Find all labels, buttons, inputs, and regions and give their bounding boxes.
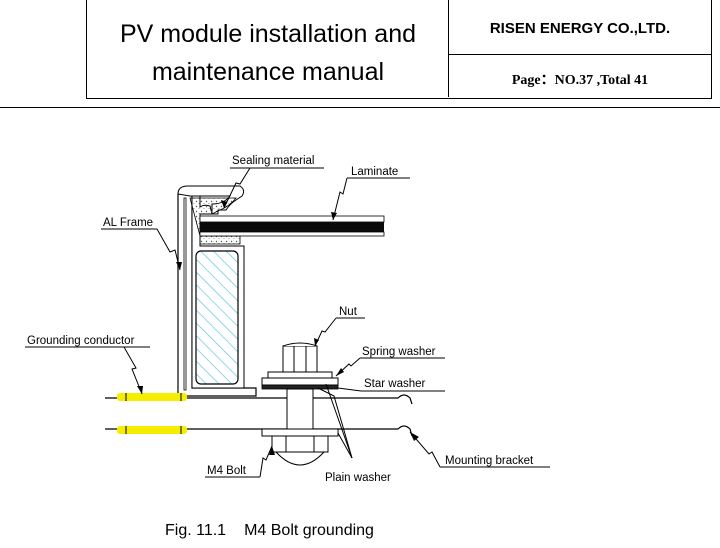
grounding-conductor (117, 393, 187, 434)
label-grounding-conductor: Grounding conductor (27, 335, 135, 347)
label-laminate: Laminate (351, 166, 398, 178)
plain-washer-top (261, 377, 339, 386)
label-nut: Nut (339, 306, 358, 318)
company-cell: RISEN ENERGY CO.,LTD. (449, 0, 711, 55)
sealing-material (189, 197, 241, 245)
nut (282, 342, 318, 373)
m4-bolt-shaft (286, 388, 314, 430)
page-info-cell: Page：NO.37 ,Total 41 (449, 55, 711, 97)
header-rule (0, 107, 720, 108)
caption-number: Fig. 11.1 (165, 522, 227, 539)
label-sealing-material: Sealing material (232, 155, 314, 167)
manual-title-line2: maintenance manual (151, 58, 385, 86)
page-number: Page：NO.37 ,Total 41 (511, 73, 649, 88)
arrowheads (137, 200, 419, 455)
manual-title-cell: PV module installation and maintenance m… (87, 0, 449, 97)
caption-text: M4 Bolt grounding (244, 522, 374, 539)
laminate (199, 215, 385, 237)
m4-bolt-head (271, 435, 329, 466)
mounting-bracket (105, 394, 413, 437)
leader-lines (25, 167, 550, 478)
plain-washer-bottom (261, 428, 339, 437)
label-spring-washer: Spring washer (362, 346, 436, 358)
label-mounting-bracket: Mounting bracket (445, 455, 534, 467)
figure-caption: Fig. 11.1 M4 Bolt grounding (165, 522, 392, 540)
label-al-frame: AL Frame (103, 217, 153, 229)
label-m4-bolt: M4 Bolt (207, 465, 247, 477)
grounding-diagram: Sealing material Laminate AL Frame Nut G… (25, 155, 550, 484)
document-header: PV module installation and maintenance m… (86, 0, 712, 99)
spring-washer (267, 371, 333, 379)
label-plain-washer: Plain washer (325, 472, 391, 484)
manual-title-line1: PV module installation and (119, 20, 417, 48)
label-star-washer: Star washer (364, 378, 426, 390)
company-name: RISEN ENERGY CO.,LTD. (489, 20, 671, 37)
